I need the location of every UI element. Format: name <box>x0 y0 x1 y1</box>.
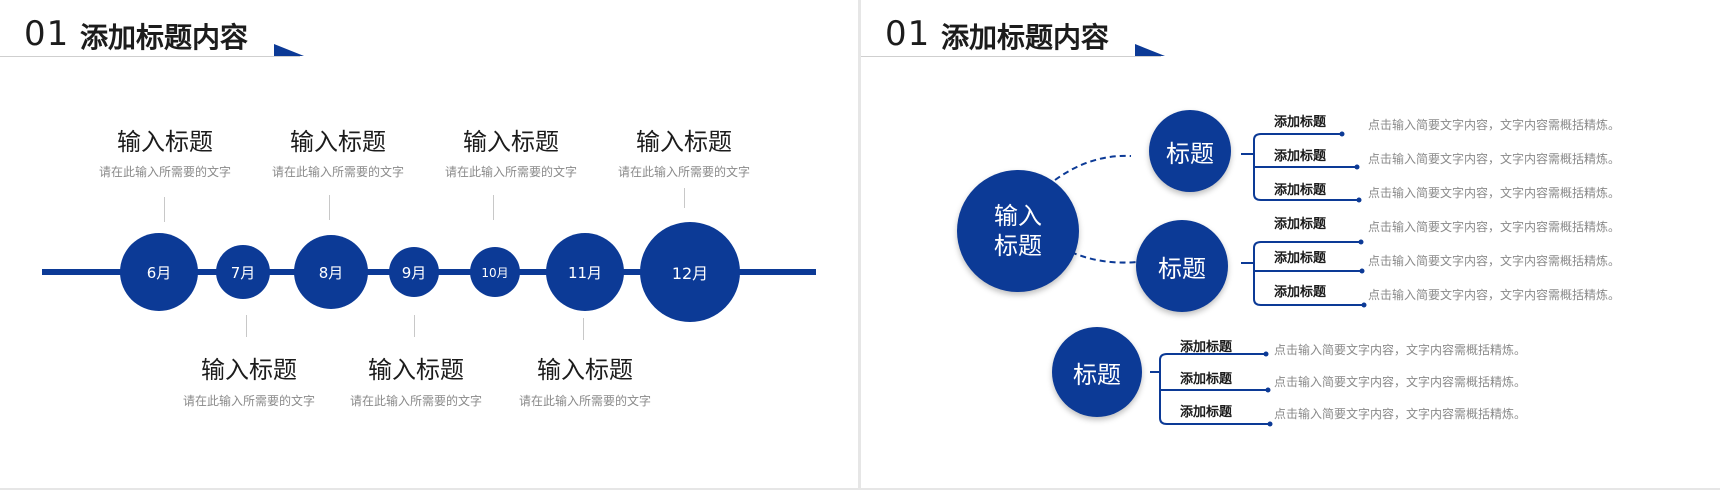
item-description: 点击输入简要文字内容，文字内容需概括精炼。 <box>1274 407 1527 421</box>
subtopic-node: 标题 <box>1149 110 1231 192</box>
section-number: 01 <box>885 14 931 54</box>
timeline-connector <box>414 315 415 337</box>
mindmap-connectors <box>1054 131 1367 427</box>
timeline-slide: 01 添加标题内容 输入标题 请在此输入所需要的文字 输入标题 请在此输入所需要… <box>0 0 858 489</box>
item-description: 点击输入简要文字内容，文字内容需概括精炼。 <box>1368 254 1621 268</box>
timeline-bottom-subtitle: 请在此输入所需要的文字 <box>182 394 315 408</box>
header-underline <box>0 56 300 57</box>
mindmap-slide: 01 添加标题内容 输入 标题 标题 标题 标题 <box>861 0 1719 489</box>
section-title: 添加标题内容 <box>80 21 249 54</box>
item-description: 点击输入简要文字内容，文字内容需概括精炼。 <box>1368 288 1621 302</box>
item-title: 添加标题 <box>1274 183 1327 198</box>
timeline-connector <box>246 315 247 337</box>
timeline-bottom-title: 输入标题 <box>368 356 464 384</box>
slide-divider <box>858 0 861 490</box>
section-number: 01 <box>24 14 70 54</box>
timeline-top-title: 输入标题 <box>290 128 386 156</box>
timeline-bottom-title: 输入标题 <box>201 356 297 384</box>
timeline-bottom-title: 输入标题 <box>537 356 633 384</box>
item-title: 添加标题 <box>1274 251 1327 266</box>
timeline-top-subtitle: 请在此输入所需要的文字 <box>271 165 404 179</box>
timeline-bottom-subtitle: 请在此输入所需要的文字 <box>518 394 651 408</box>
timeline-connector <box>684 188 685 208</box>
timeline-connector <box>164 197 165 222</box>
timeline-top-title: 输入标题 <box>636 128 732 156</box>
month-node: 12月 <box>640 222 740 322</box>
item-description: 点击输入简要文字内容，文字内容需概括精炼。 <box>1368 186 1621 200</box>
month-node: 11月 <box>546 233 624 311</box>
timeline-top-subtitle: 请在此输入所需要的文字 <box>98 165 231 179</box>
timeline-connector <box>329 195 330 220</box>
month-node: 10月 <box>470 247 520 297</box>
section-title: 添加标题内容 <box>941 21 1110 54</box>
timeline-connector <box>583 318 584 340</box>
timeline-top-title: 输入标题 <box>463 128 559 156</box>
item-description: 点击输入简要文字内容，文字内容需概括精炼。 <box>1368 118 1621 132</box>
subtopic-node: 标题 <box>1136 220 1228 312</box>
item-title: 添加标题 <box>1274 285 1327 300</box>
month-node: 9月 <box>389 247 439 297</box>
item-title: 添加标题 <box>1180 340 1233 355</box>
month-node: 7月 <box>216 245 270 299</box>
item-title: 添加标题 <box>1274 217 1327 232</box>
item-title: 添加标题 <box>1274 115 1327 130</box>
subtopic-node: 标题 <box>1052 327 1142 417</box>
header-underline <box>861 56 1161 57</box>
month-node: 8月 <box>294 235 368 309</box>
timeline-top-subtitle: 请在此输入所需要的文字 <box>444 165 577 179</box>
item-description: 点击输入简要文字内容，文字内容需概括精炼。 <box>1274 343 1527 357</box>
timeline-top-title: 输入标题 <box>117 128 213 156</box>
bottom-border <box>0 488 1720 490</box>
main-topic-node: 输入 标题 <box>957 170 1079 292</box>
item-title: 添加标题 <box>1180 405 1233 420</box>
timeline-bottom-subtitle: 请在此输入所需要的文字 <box>349 394 482 408</box>
timeline-top-subtitle: 请在此输入所需要的文字 <box>617 165 750 179</box>
item-title: 添加标题 <box>1180 372 1233 387</box>
timeline-connector <box>493 195 494 220</box>
item-description: 点击输入简要文字内容，文字内容需概括精炼。 <box>1274 375 1527 389</box>
item-description: 点击输入简要文字内容，文字内容需概括精炼。 <box>1368 220 1621 234</box>
item-description: 点击输入简要文字内容，文字内容需概括精炼。 <box>1368 152 1621 166</box>
header-triangle-accent <box>1135 44 1165 56</box>
month-node: 6月 <box>120 233 198 311</box>
item-title: 添加标题 <box>1274 149 1327 164</box>
main-topic-label: 输入 标题 <box>994 202 1042 260</box>
header-triangle-accent <box>274 44 304 56</box>
